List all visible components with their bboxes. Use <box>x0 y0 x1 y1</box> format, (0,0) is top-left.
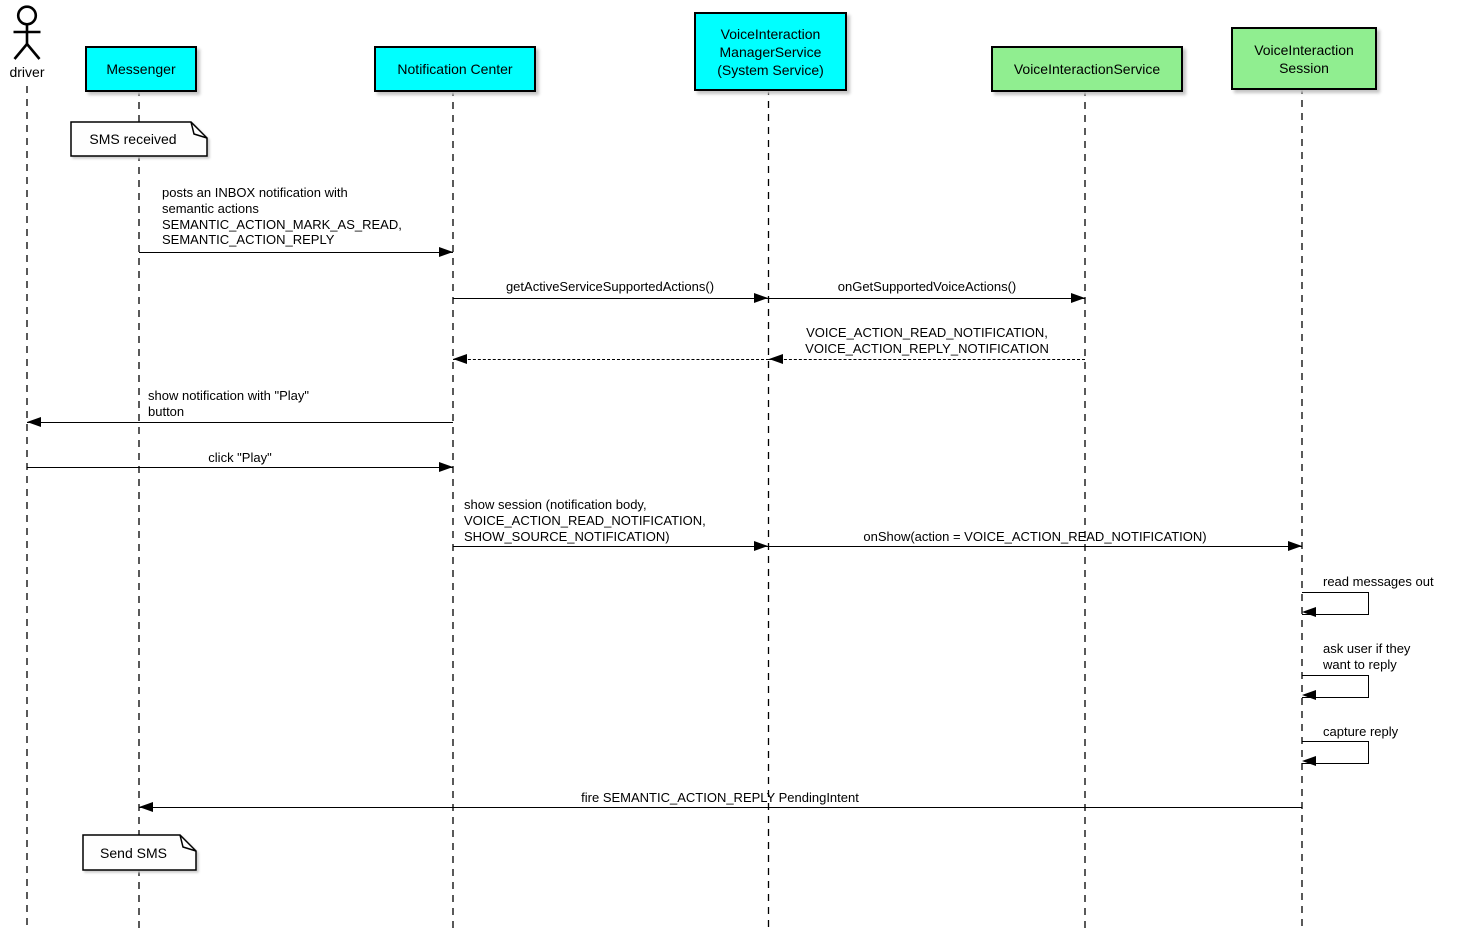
arrowhead-right-icon <box>754 541 768 551</box>
message-label-2: onGetSupportedVoiceActions() <box>837 279 1017 294</box>
message-line-6 <box>27 467 453 468</box>
person-icon <box>13 5 41 60</box>
arrowhead-right-icon <box>439 462 453 472</box>
arrowhead-left-icon <box>769 354 783 364</box>
participant-voice-interaction-service: VoiceInteractionService <box>991 46 1183 92</box>
message-label-9: read messages out <box>1323 574 1434 589</box>
note-send-sms-text: Send SMS <box>100 844 167 861</box>
note-sms-received: SMS received <box>70 121 208 157</box>
message-line-5 <box>27 422 453 423</box>
self-message-loop-9 <box>1302 592 1369 615</box>
participant-voice-interaction-service-label: VoiceInteractionService <box>1013 61 1161 77</box>
self-message-loop-11 <box>1302 741 1369 764</box>
arrowhead-left-icon <box>1302 607 1316 617</box>
message-label-10: ask user if they want to reply <box>1323 641 1411 672</box>
participant-messenger: Messenger <box>85 46 197 92</box>
message-label-11: capture reply <box>1323 724 1399 739</box>
arrowhead-left-icon <box>453 354 467 364</box>
message-label-8: onShow(action = VOICE_ACTION_READ_NOTIFI… <box>863 529 1207 544</box>
note-shape <box>70 121 208 157</box>
participant-messenger-label: Messenger <box>106 61 176 77</box>
participant-voice-interaction-manager-service-label: VoiceInteraction ManagerService (System … <box>717 25 824 78</box>
message-label-0: posts an INBOX notification with semanti… <box>162 185 402 248</box>
message-line-7 <box>453 546 768 547</box>
participant-notification-center: Notification Center <box>374 46 536 92</box>
arrowhead-right-icon <box>1071 293 1085 303</box>
message-label-6: click "Play" <box>208 450 272 465</box>
message-line-4 <box>453 359 769 360</box>
message-line-0 <box>139 252 453 253</box>
message-line-1 <box>453 298 768 299</box>
message-line-2 <box>768 298 1085 299</box>
message-label-5: show notification with "Play" button <box>148 388 309 419</box>
arrowhead-right-icon <box>439 247 453 257</box>
arrowhead-left-icon <box>27 417 41 427</box>
note-shape <box>82 834 197 871</box>
actor-driver-label: driver <box>9 64 45 80</box>
message-label-7: show session (notification body, VOICE_A… <box>464 497 706 544</box>
arrowhead-left-icon <box>1302 756 1316 766</box>
participant-voice-interaction-session-label: VoiceInteraction Session <box>1254 41 1354 76</box>
message-label-1: getActiveServiceSupportedActions() <box>505 279 715 294</box>
message-line-12 <box>139 807 1302 808</box>
message-label-3: VOICE_ACTION_READ_NOTIFICATION, VOICE_AC… <box>805 325 1049 356</box>
message-line-3 <box>769 359 1085 360</box>
participant-voice-interaction-manager-service: VoiceInteraction ManagerService (System … <box>694 12 847 91</box>
note-sms-received-text: SMS received <box>89 131 177 147</box>
participant-notification-center-label: Notification Center <box>397 61 513 77</box>
message-line-8 <box>768 546 1302 547</box>
arrowhead-right-icon <box>1288 541 1302 551</box>
self-message-loop-10 <box>1302 675 1369 698</box>
message-label-12: fire SEMANTIC_ACTION_REPLY PendingIntent <box>581 790 859 805</box>
note-send-sms: Send SMS <box>82 834 197 871</box>
arrowhead-right-icon <box>754 293 768 303</box>
participant-voice-interaction-session: VoiceInteraction Session <box>1231 27 1377 90</box>
arrowhead-left-icon <box>1302 690 1316 700</box>
arrowhead-left-icon <box>139 802 153 812</box>
